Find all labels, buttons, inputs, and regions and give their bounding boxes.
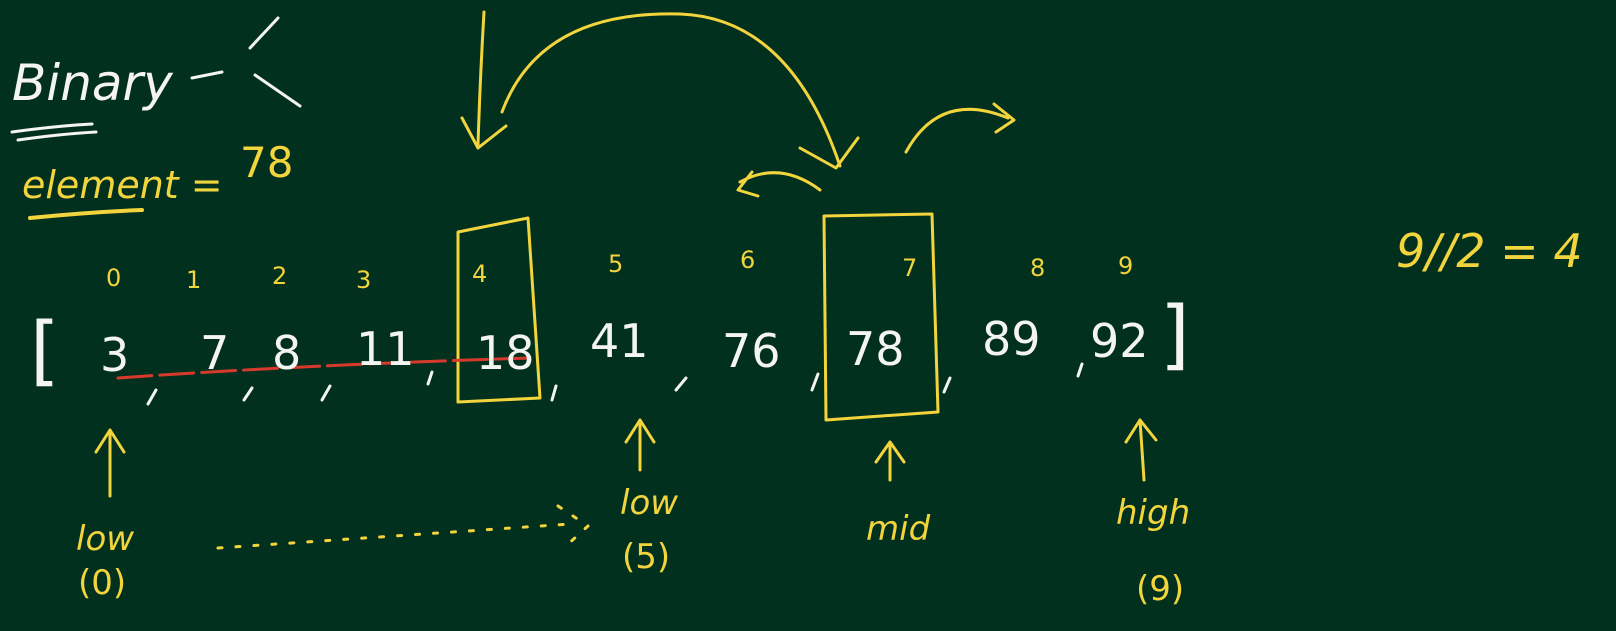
down-arrow-long	[460, 10, 508, 150]
array-value: 41	[590, 314, 649, 368]
array-value: 7	[200, 326, 230, 380]
box-around-78	[822, 212, 940, 422]
array-index: 2	[272, 262, 288, 290]
title-chevron	[248, 16, 302, 108]
array-value: 3	[100, 328, 130, 382]
array-index: 9	[1118, 252, 1134, 280]
array-index: 1	[186, 266, 202, 294]
title-underline	[10, 122, 98, 142]
array-index: 4	[472, 260, 488, 288]
element-label: element =	[22, 163, 223, 207]
strike-through-left-half	[116, 356, 532, 380]
array-index: 3	[356, 266, 372, 294]
new-low-up-arrow	[624, 418, 656, 472]
array-value: 92	[1090, 314, 1149, 368]
array-index: 6	[740, 246, 756, 274]
element-underline	[28, 208, 144, 220]
low-pointer-value: (0)	[78, 563, 127, 603]
array-close-bracket: ]	[1160, 289, 1190, 378]
array-commas	[146, 362, 1084, 406]
mid-up-arrow	[874, 440, 906, 482]
high-pointer-value: (9)	[1136, 569, 1185, 609]
high-up-arrow	[1124, 418, 1158, 482]
mid-pointer-label: mid	[866, 509, 931, 549]
element-value: 78	[240, 138, 294, 187]
topic-title: Binary	[12, 54, 173, 112]
low-pointer-label: low	[76, 519, 135, 559]
new-low-pointer-label: low	[620, 483, 679, 523]
array-value: 11	[356, 322, 415, 376]
array-index: 7	[902, 254, 918, 282]
array-open-bracket: [	[30, 305, 60, 394]
small-left-arrow	[736, 170, 822, 198]
array-value: 18	[476, 326, 535, 380]
high-pointer-label: high	[1116, 493, 1191, 533]
array-value: 76	[722, 324, 781, 378]
low-up-arrow	[94, 428, 126, 498]
array-index: 8	[1030, 254, 1046, 282]
title-dash	[190, 70, 224, 80]
array-value: 8	[272, 326, 302, 380]
array-value: 78	[846, 322, 905, 376]
array-value: 89	[982, 312, 1041, 366]
box-around-18	[456, 216, 542, 404]
array-index: 5	[608, 250, 624, 278]
dotted-arrow-low-to-new-low	[216, 504, 590, 550]
array-index: 0	[106, 264, 122, 292]
small-right-arrow	[904, 102, 1016, 154]
new-low-pointer-value: (5)	[622, 537, 671, 577]
mid-calculation: 9//2 = 4	[1396, 224, 1583, 278]
curved-arrow-big	[500, 12, 860, 170]
